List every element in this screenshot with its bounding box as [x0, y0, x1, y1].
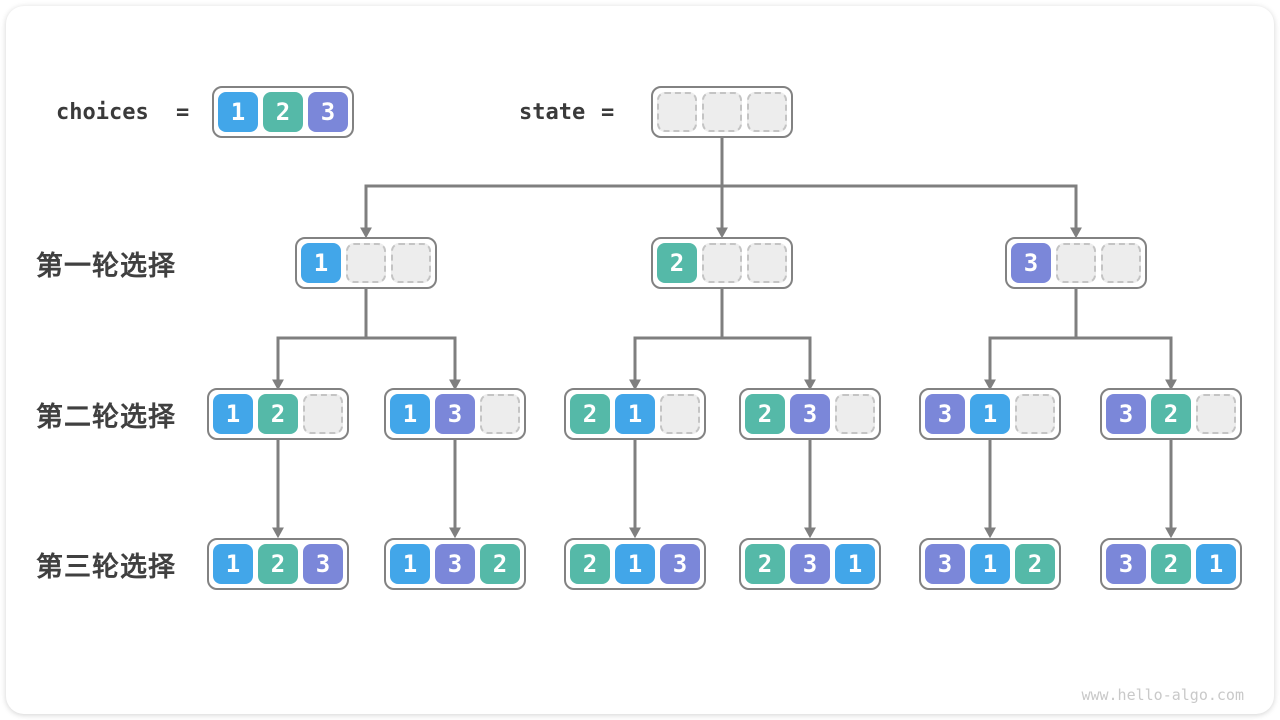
empty-cell — [303, 394, 343, 434]
value-cell-1: 1 — [218, 92, 258, 132]
value-cell-2: 2 — [258, 394, 298, 434]
value-cell-1: 1 — [615, 394, 655, 434]
value-cell-3: 3 — [925, 394, 965, 434]
value-cell-2: 2 — [570, 544, 610, 584]
watermark: www.hello-algo.com — [1081, 686, 1244, 704]
empty-cell — [1196, 394, 1236, 434]
value-cell-2: 2 — [258, 544, 298, 584]
value-cell-3: 3 — [435, 544, 475, 584]
round1-state-node-2: 2 — [651, 237, 793, 289]
empty-cell — [346, 243, 386, 283]
value-cell-3: 3 — [308, 92, 348, 132]
value-cell-1: 1 — [213, 544, 253, 584]
value-cell-3: 3 — [435, 394, 475, 434]
empty-cell — [1015, 394, 1055, 434]
empty-cell — [660, 394, 700, 434]
empty-cell — [657, 92, 697, 132]
round-1-label: 第一轮选择 — [36, 250, 176, 281]
empty-cell — [702, 243, 742, 283]
value-cell-2: 2 — [570, 394, 610, 434]
value-cell-2: 2 — [1151, 394, 1191, 434]
round-2-label: 第二轮选择 — [36, 401, 176, 432]
value-cell-1: 1 — [970, 394, 1010, 434]
value-cell-1: 1 — [301, 243, 341, 283]
round-3-label: 第三轮选择 — [36, 551, 176, 582]
value-cell-1: 1 — [390, 544, 430, 584]
round1-state-node-3: 3 — [1005, 237, 1147, 289]
value-cell-3: 3 — [1106, 394, 1146, 434]
empty-cell — [835, 394, 875, 434]
choices-label: choices — [56, 99, 149, 125]
value-cell-1: 1 — [390, 394, 430, 434]
value-cell-2: 2 — [480, 544, 520, 584]
value-cell-3: 3 — [303, 544, 343, 584]
value-cell-3: 3 — [790, 544, 830, 584]
value-cell-3: 3 — [1011, 243, 1051, 283]
value-cell-1: 1 — [213, 394, 253, 434]
value-cell-3: 3 — [925, 544, 965, 584]
value-cell-1: 1 — [1196, 544, 1236, 584]
value-cell-1: 1 — [615, 544, 655, 584]
empty-cell — [480, 394, 520, 434]
empty-cell — [391, 243, 431, 283]
value-cell-3: 3 — [790, 394, 830, 434]
state-array — [651, 86, 793, 138]
round1-state-node-1: 1 — [295, 237, 437, 289]
value-cell-2: 2 — [745, 394, 785, 434]
empty-cell — [1056, 243, 1096, 283]
empty-cell — [747, 92, 787, 132]
value-cell-3: 3 — [660, 544, 700, 584]
value-cell-2: 2 — [657, 243, 697, 283]
state-label: state — [519, 99, 586, 125]
choices-equals-sign: = — [176, 99, 190, 125]
value-cell-2: 2 — [263, 92, 303, 132]
value-cell-2: 2 — [1151, 544, 1191, 584]
empty-cell — [1101, 243, 1141, 283]
value-cell-1: 1 — [835, 544, 875, 584]
value-cell-2: 2 — [1015, 544, 1055, 584]
empty-cell — [702, 92, 742, 132]
empty-cell — [747, 243, 787, 283]
value-cell-2: 2 — [745, 544, 785, 584]
value-cell-3: 3 — [1106, 544, 1146, 584]
state-equals-sign: = — [601, 99, 615, 125]
value-cell-1: 1 — [970, 544, 1010, 584]
